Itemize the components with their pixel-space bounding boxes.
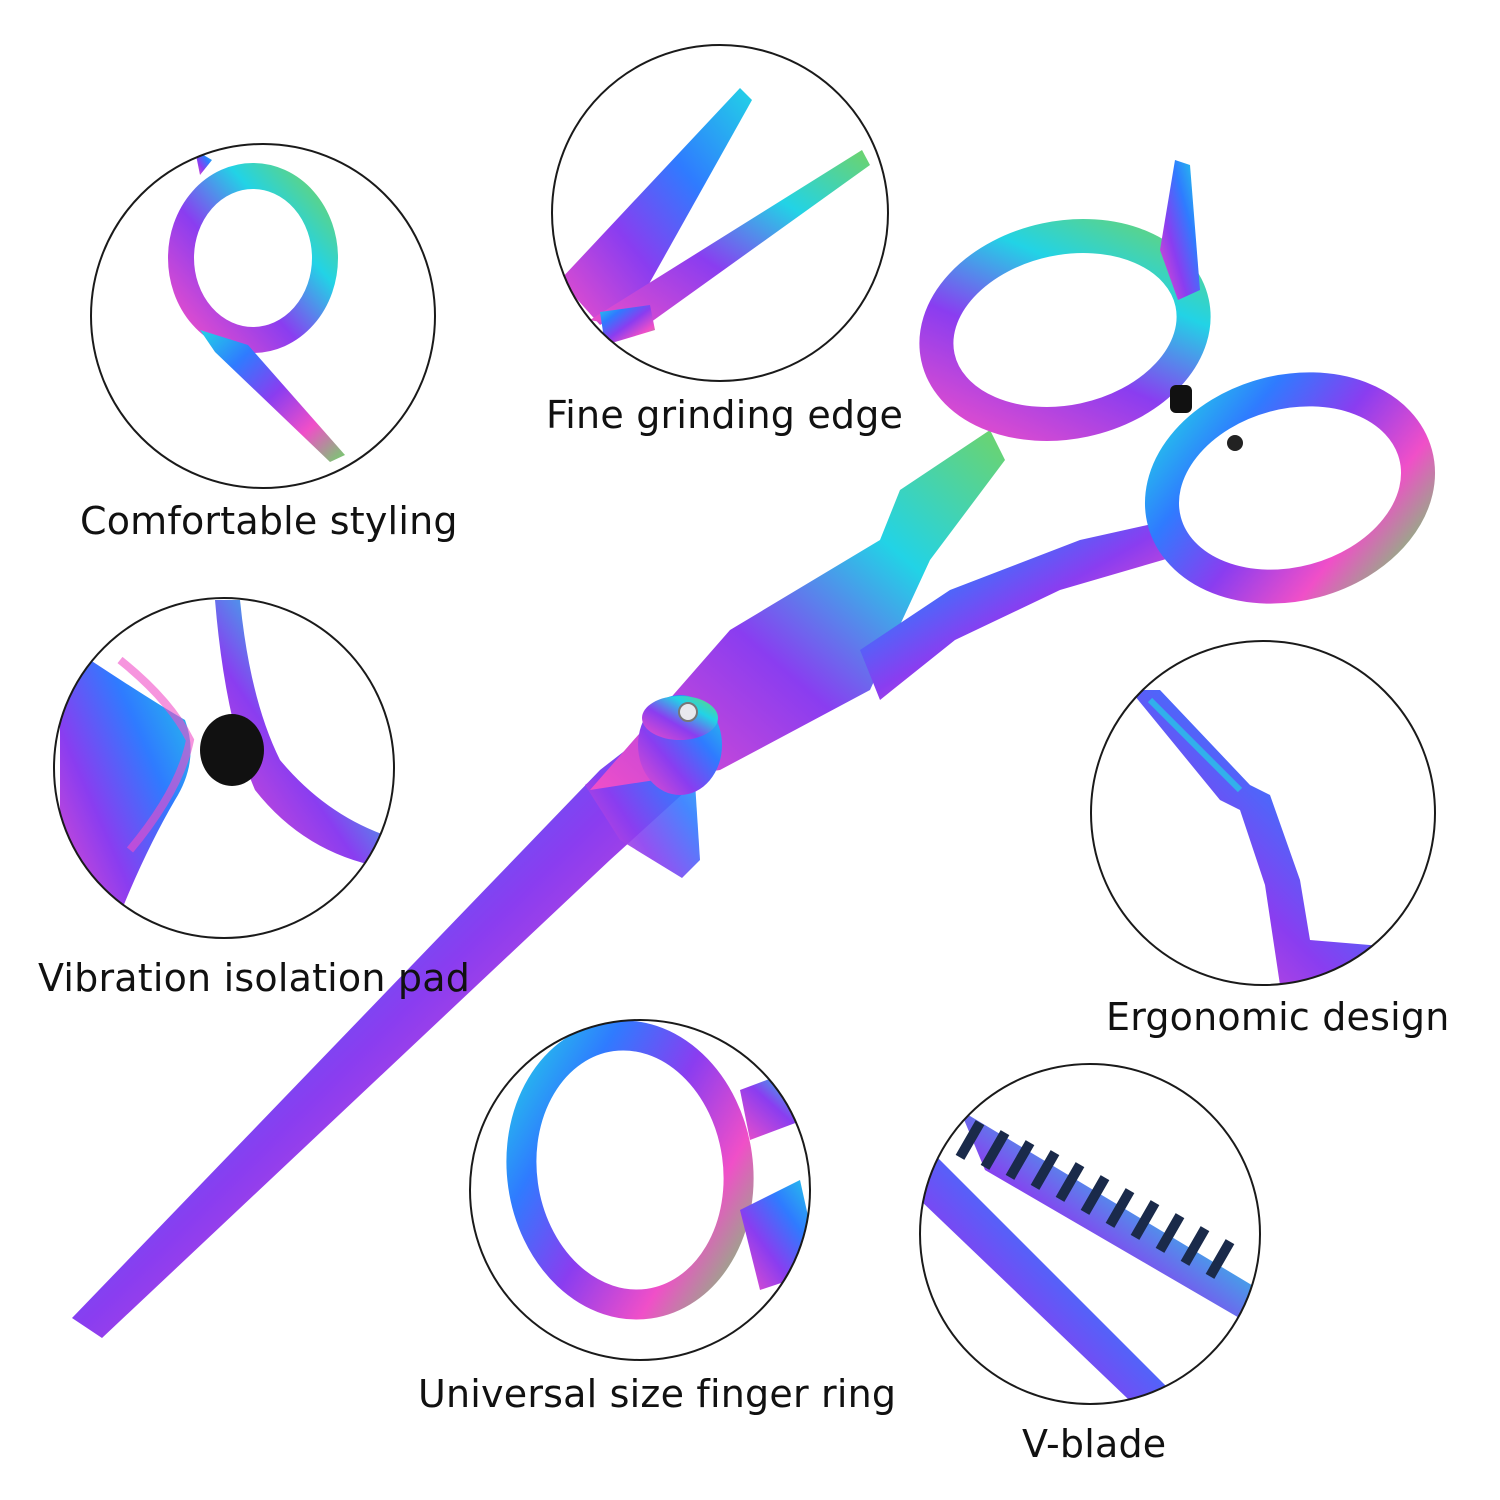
finger-rest-tang: [1160, 160, 1200, 300]
callout-ergonomic-design: [1090, 640, 1436, 986]
label-fine-grinding-edge: Fine grinding edge: [546, 393, 904, 437]
isolation-pad: [200, 714, 264, 786]
callout-circle: [469, 1019, 811, 1361]
callout-circle: [919, 1063, 1261, 1405]
label-ergonomic-design: Ergonomic design: [1106, 995, 1450, 1039]
callout-circle: [551, 44, 889, 382]
callout-v-blade: [919, 1063, 1261, 1405]
main-scissors: [72, 160, 1436, 1338]
callout-circle: [1090, 640, 1436, 986]
callout-circle: [53, 597, 395, 939]
main-silencer-pad: [1170, 385, 1192, 413]
callout-fine-grinding-edge: [551, 44, 889, 382]
callout-vibration-isolation-pad: [53, 597, 395, 939]
label-vibration-isolation-pad: Vibration isolation pad: [38, 956, 471, 1000]
main-lower-ring: [1144, 372, 1436, 604]
label-v-blade: V-blade: [1022, 1422, 1167, 1466]
label-universal-size-finger-ring: Universal size finger ring: [418, 1372, 897, 1416]
callout-universal-size-finger-ring: [469, 1019, 811, 1361]
thinning-teeth: [955, 1120, 1235, 1279]
callout-comfortable-styling: [90, 143, 436, 489]
main-upper-ring: [919, 219, 1211, 441]
main-blade: [72, 700, 720, 1338]
callout-circle: [90, 143, 436, 489]
label-comfortable-styling: Comfortable styling: [80, 499, 458, 543]
